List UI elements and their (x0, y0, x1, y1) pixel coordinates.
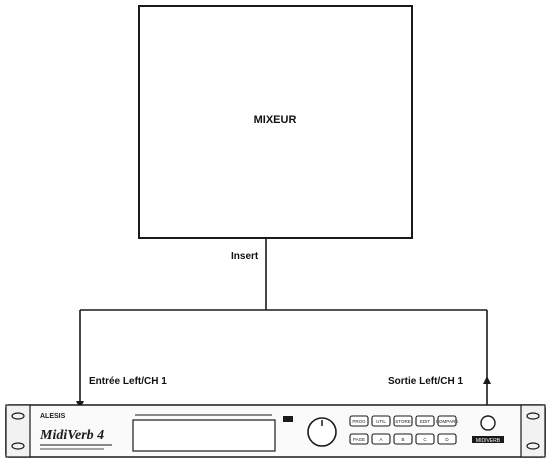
input-label: Entrée Left/CH 1 (89, 376, 167, 387)
rack-ear-right (520, 404, 546, 458)
button-compare[interactable] (437, 415, 457, 427)
button-store[interactable] (393, 415, 413, 427)
button-a[interactable] (371, 433, 391, 445)
button-label: PAGE (353, 437, 365, 442)
button-label: EDIT (420, 419, 431, 424)
button-edit[interactable] (415, 415, 435, 427)
button-label: C (423, 437, 427, 442)
mixer-label: MIXEUR (253, 114, 297, 126)
rack-hole-icon (11, 412, 25, 420)
device-tag (472, 436, 504, 443)
mixer-box (138, 5, 413, 239)
button-label: UTIL (376, 419, 386, 424)
button-page[interactable] (349, 433, 369, 445)
button-label: D (445, 437, 449, 442)
rack-hole-icon (526, 412, 540, 420)
button-c[interactable] (415, 433, 435, 445)
effects-unit: ALESIS MidiVerb 4 PROG UTIL STORE EDIT COMPA… (5, 404, 546, 458)
power-knob[interactable] (480, 415, 496, 431)
button-label: PROG (352, 419, 366, 424)
button-label: A (379, 437, 382, 442)
insert-label: Insert (231, 251, 259, 262)
device-model-logo: MidiVerb 4 (39, 428, 104, 443)
device-tag-label: MIDIVERB (476, 438, 501, 444)
device-brand: ALESIS (40, 413, 66, 420)
button-b[interactable] (393, 433, 413, 445)
lcd-display (132, 419, 276, 452)
button-d[interactable] (437, 433, 457, 445)
button-label: COMPARE (436, 419, 458, 424)
output-label: Sortie Left/CH 1 (388, 376, 464, 387)
data-wheel-knob[interactable] (307, 417, 337, 447)
return-arrowhead (483, 376, 491, 384)
button-row-top: PROG UTIL STORE EDIT COMPARE (349, 415, 458, 427)
button-label: B (401, 437, 404, 442)
rack-hole-icon (526, 442, 540, 450)
rack-ear-left (5, 404, 31, 458)
button-prog[interactable] (349, 415, 369, 427)
rack-hole-icon (11, 442, 25, 450)
display-badge (283, 416, 293, 422)
button-label: STORE (395, 419, 410, 424)
button-row-bottom: PAGE A B C D (349, 433, 457, 445)
button-util[interactable] (371, 415, 391, 427)
